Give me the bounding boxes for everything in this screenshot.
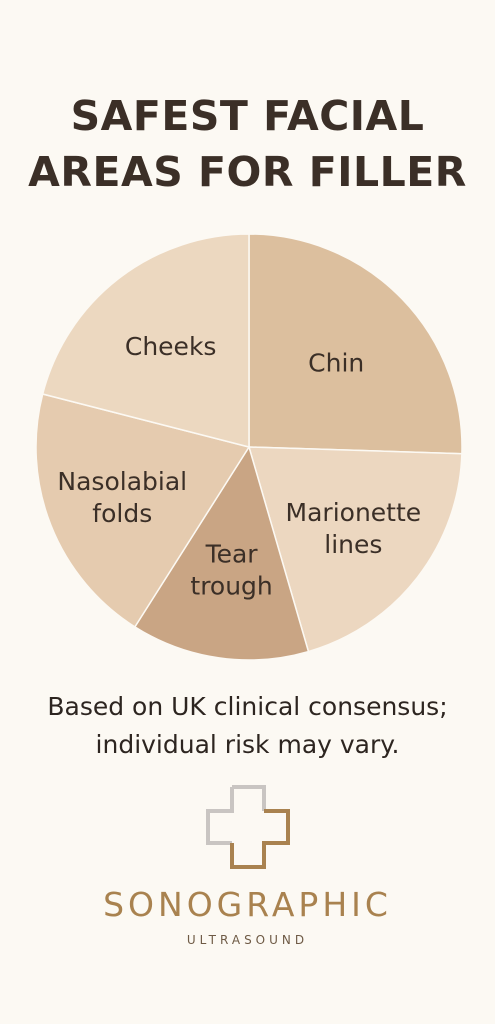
pie-label-1-0: Marionette [286,498,422,527]
footnote-line-2: individual risk may vary. [95,730,400,759]
pie-slice-3 [35,393,251,628]
brand-name: SONOGRAPHIC [103,885,392,924]
pie-label-1-1: lines [324,530,382,559]
footnote: Based on UK clinical consensus; individu… [0,688,495,764]
pie-label-2-1: trough [190,571,272,600]
pie-label-3-1: folds [92,499,152,528]
title-line-1: SAFEST FACIAL [70,92,425,140]
pie-label-4-0: Cheeks [125,332,217,361]
pie-label-3-0: Nasolabial [57,467,187,496]
page-title: SAFEST FACIAL AREAS FOR FILLER [0,88,495,200]
brand-tagline: ULTRASOUND [186,933,309,947]
pie-slice-0 [248,233,463,455]
pie-label-0-0: Chin [308,349,364,378]
pie-label-2-0: Tear [205,539,259,568]
title-line-2: AREAS FOR FILLER [28,148,467,196]
pie-slice-1 [247,446,463,653]
pie-slices [35,233,463,661]
footnote-line-1: Based on UK clinical consensus; [47,692,448,721]
pie-slice-2 [133,445,310,661]
pie-slice-4 [41,233,250,448]
cross-logo-icon [206,785,290,869]
